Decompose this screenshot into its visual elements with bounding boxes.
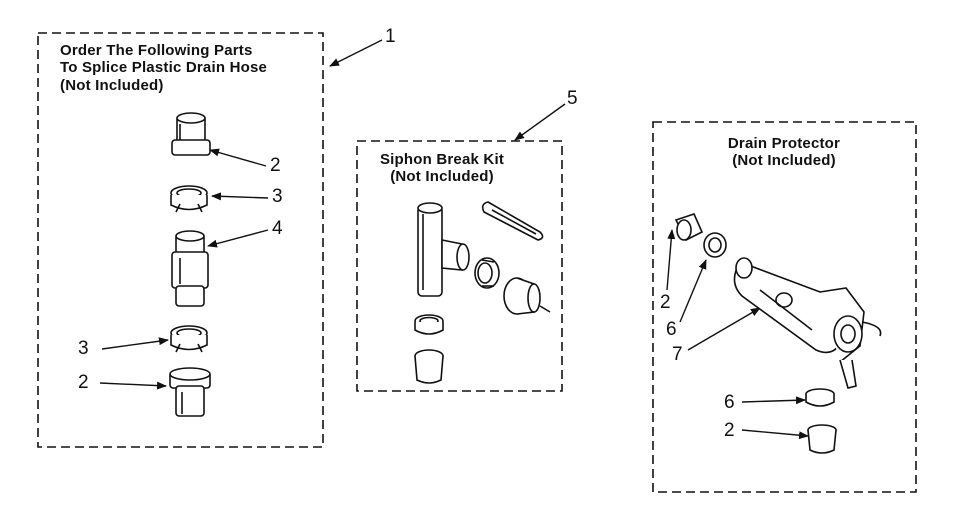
- splice-panel-title: Order The Following Parts To Splice Plas…: [60, 42, 267, 94]
- drain-protector-body: [733, 257, 882, 389]
- callout-6b: 6: [724, 392, 735, 413]
- drain-panel-title: Drain Protector (Not Included): [714, 135, 854, 170]
- splice-clamp-top: [170, 185, 208, 213]
- callout-3a: 3: [272, 186, 283, 207]
- callout-arrow-5: [514, 103, 566, 141]
- siphon-adapter: [503, 277, 551, 315]
- callout-arrow-2d: [741, 429, 809, 440]
- callout-7: 7: [672, 344, 683, 365]
- splice-title-line2: To Splice Plastic Drain Hose: [60, 59, 268, 77]
- siphon-nut: [414, 314, 444, 335]
- splice-title-line3: (Not Included): [60, 76, 164, 94]
- siphon-title-line1: Siphon Break Kit: [379, 151, 505, 168]
- splice-title-line1: Order The Following Parts: [60, 42, 253, 59]
- siphon-ring: [474, 257, 500, 289]
- splice-coupling-top: [171, 112, 211, 156]
- siphon-tee: [417, 202, 470, 297]
- splice-clamp-bottom: [170, 325, 208, 353]
- callout-4: 4: [272, 218, 283, 239]
- callout-2d: 2: [724, 420, 735, 441]
- callout-2b: 2: [78, 372, 89, 393]
- callout-3b: 3: [78, 338, 89, 359]
- splice-connector: [171, 230, 209, 307]
- siphon-cap: [414, 349, 444, 384]
- splice-panel-frame: [37, 32, 324, 448]
- callout-arrow-3b: [101, 337, 169, 350]
- callout-arrow-6b: [741, 396, 806, 405]
- callout-arrow-2b: [99, 381, 167, 390]
- drain-title-line1: Drain Protector: [727, 135, 841, 152]
- callout-arrow-1: [329, 39, 383, 67]
- drain-title-line2: (Not Included): [732, 152, 836, 170]
- drain-cap: [807, 424, 837, 454]
- siphon-panel-frame: [356, 140, 563, 392]
- callout-arrow-4: [207, 229, 269, 248]
- splice-coupling-bottom: [169, 367, 211, 417]
- callout-5: 5: [567, 88, 578, 109]
- callout-arrow-2c: [666, 229, 676, 291]
- callout-arrow-7: [687, 307, 761, 351]
- callout-6a: 6: [666, 319, 677, 340]
- drain-sleeve: [674, 213, 704, 242]
- siphon-title-line2: (Not Included): [390, 168, 494, 186]
- callout-2a: 2: [270, 155, 281, 176]
- drain-ring-upper: [703, 232, 727, 258]
- siphon-panel-title: Siphon Break Kit (Not Included): [372, 151, 512, 186]
- callout-arrow-6a: [679, 259, 707, 323]
- drain-panel-frame: [652, 121, 917, 493]
- callout-2c: 2: [660, 292, 671, 313]
- callout-arrow-3a: [211, 192, 269, 201]
- drain-ring-lower: [805, 388, 835, 407]
- callout-arrow-2a: [209, 148, 267, 167]
- siphon-clip: [481, 201, 544, 241]
- callout-1: 1: [385, 26, 396, 47]
